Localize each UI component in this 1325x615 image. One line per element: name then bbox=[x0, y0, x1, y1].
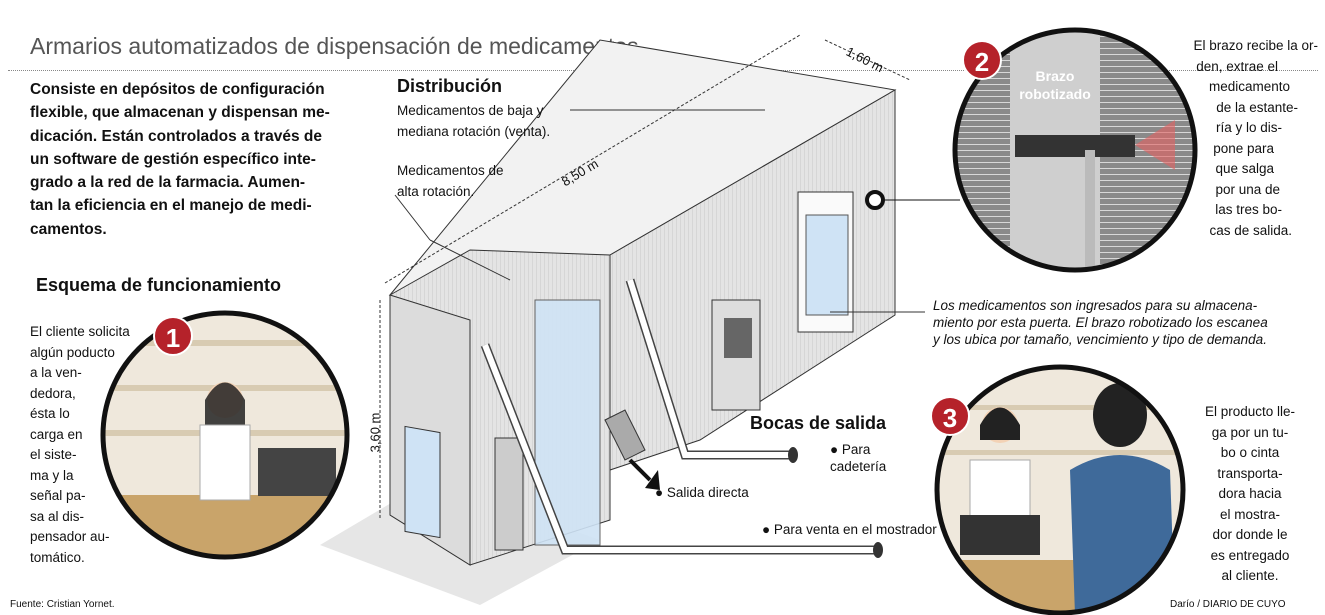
label-high-rotation: Medicamentos de alta rotación. bbox=[397, 161, 504, 202]
text-line: El cliente solicita bbox=[30, 324, 130, 339]
text-line: Medicamentos de baja y bbox=[397, 103, 544, 118]
text-line: transporta- bbox=[1217, 465, 1283, 481]
outlet-counter: ● Para venta en el mostrador bbox=[762, 522, 937, 537]
dim-width-line bbox=[824, 39, 911, 81]
text-line: sa al dis- bbox=[30, 508, 85, 524]
text-line: señal pa- bbox=[30, 488, 86, 503]
text-line: den, extrae el bbox=[1196, 58, 1278, 74]
step-badge-2: 2 bbox=[962, 40, 1002, 80]
text-line: dor donde le bbox=[1212, 527, 1288, 542]
outlet-direct: ● Salida directa bbox=[655, 485, 749, 500]
text-line: el mostra- bbox=[1219, 506, 1280, 522]
text-line: miento por esta puerta. El brazo robotiz… bbox=[933, 315, 1268, 330]
intro-line: camentos. bbox=[30, 220, 107, 238]
post bbox=[494, 437, 524, 551]
text-line: ga por un tu- bbox=[1211, 424, 1289, 440]
photo-label-robotic-arm: Brazo robotizado bbox=[1019, 68, 1091, 102]
text-line: algún poducto bbox=[30, 344, 115, 360]
photo-pharmacist-counter bbox=[103, 313, 347, 557]
text-line: ● Para bbox=[830, 442, 871, 457]
step2-text: El brazo recibe la or- den, extrae el me… bbox=[1140, 36, 1318, 241]
intake-note: Los medicamentos son ingresados para su … bbox=[933, 297, 1268, 348]
direct-chute bbox=[604, 409, 646, 461]
intro-line: flexible, que almacenan y dispensan me- bbox=[30, 104, 330, 122]
text-line: dora hacia bbox=[1218, 486, 1282, 501]
text-line: y los ubica por tamaño, vencimiento y ti… bbox=[933, 332, 1267, 347]
text-line: alta rotación. bbox=[397, 183, 475, 199]
text-line: Medicamentos de bbox=[397, 163, 504, 178]
schema-title: Esquema de funcionamiento bbox=[36, 275, 282, 295]
text-line: cadetería bbox=[830, 459, 887, 474]
credit: Darío / DIARIO DE CUYO bbox=[1170, 599, 1286, 610]
label-low-rotation: Medicamentos de baja y mediana rotación … bbox=[397, 101, 550, 142]
outlets-title: Bocas de salida bbox=[750, 413, 887, 433]
step-badge-3: 3 bbox=[930, 396, 970, 436]
step1-text: El cliente solicita algún poducto a la v… bbox=[30, 322, 130, 568]
text-line: ría y lo dis- bbox=[1215, 120, 1282, 135]
intro-text: Consiste en depósitos de configuración f… bbox=[30, 78, 330, 241]
text-line: de la estante- bbox=[1216, 99, 1298, 115]
text-line: por una de bbox=[1215, 181, 1280, 197]
text-line: ésta lo bbox=[30, 406, 70, 421]
text-line: bo o cinta bbox=[1220, 445, 1280, 460]
text-line: pone para bbox=[1213, 140, 1274, 156]
text-line: El producto lle- bbox=[1204, 404, 1296, 419]
source-note: Fuente: Cristian Yornet. bbox=[10, 599, 115, 610]
intake-window bbox=[805, 214, 849, 316]
text-line: el siste- bbox=[30, 447, 77, 462]
text-line: tomático. bbox=[30, 549, 85, 565]
intro-line: Consiste en depósitos de configuración bbox=[30, 81, 325, 98]
text-line: carga en bbox=[30, 426, 83, 442]
step3-text: El producto lle- ga por un tu- bo o cint… bbox=[1182, 402, 1318, 587]
step-badge-1: 1 bbox=[153, 316, 193, 356]
arrow-direct bbox=[628, 458, 652, 482]
text-line: que salga bbox=[1215, 161, 1274, 176]
text-line: las tres bo- bbox=[1215, 202, 1282, 217]
text-line: medicamento bbox=[1208, 79, 1290, 94]
text-line: El brazo recibe la or- bbox=[1193, 38, 1318, 53]
text-line: mediana rotación (venta). bbox=[397, 123, 551, 139]
text-line: Los medicamentos son ingresados para su … bbox=[933, 298, 1258, 313]
text-line: pensador au- bbox=[30, 529, 110, 544]
text-line: es entregado bbox=[1210, 547, 1290, 563]
photo-customer-counter bbox=[937, 367, 1183, 613]
text-line: dedora, bbox=[30, 385, 76, 401]
dimension-height: 3,60 m bbox=[367, 412, 383, 453]
intro-line: un software de gestión específico inte- bbox=[30, 150, 316, 168]
intro-line: dicación. Están controlados a través de bbox=[30, 127, 323, 145]
screen bbox=[724, 318, 752, 358]
intro-line: tan la eficiencia en el manejo de medi- bbox=[30, 197, 312, 215]
intro-line: grado a la red de la farmacia. Aumen- bbox=[30, 174, 306, 192]
text-line: cas de salida. bbox=[1209, 222, 1292, 238]
text-line: al cliente. bbox=[1221, 568, 1279, 583]
door-marker bbox=[865, 190, 885, 210]
window bbox=[404, 425, 441, 539]
outlet-delivery: ● Para cadetería bbox=[830, 441, 886, 475]
text-line: ma y la bbox=[30, 467, 74, 483]
dim-length-line bbox=[384, 34, 801, 284]
page-title: Armarios automatizados de dispensación d… bbox=[30, 33, 639, 59]
text-line: a la ven- bbox=[30, 365, 82, 380]
distribution-title: Distribución bbox=[397, 76, 503, 96]
photo-robotic-arm bbox=[955, 30, 1195, 270]
